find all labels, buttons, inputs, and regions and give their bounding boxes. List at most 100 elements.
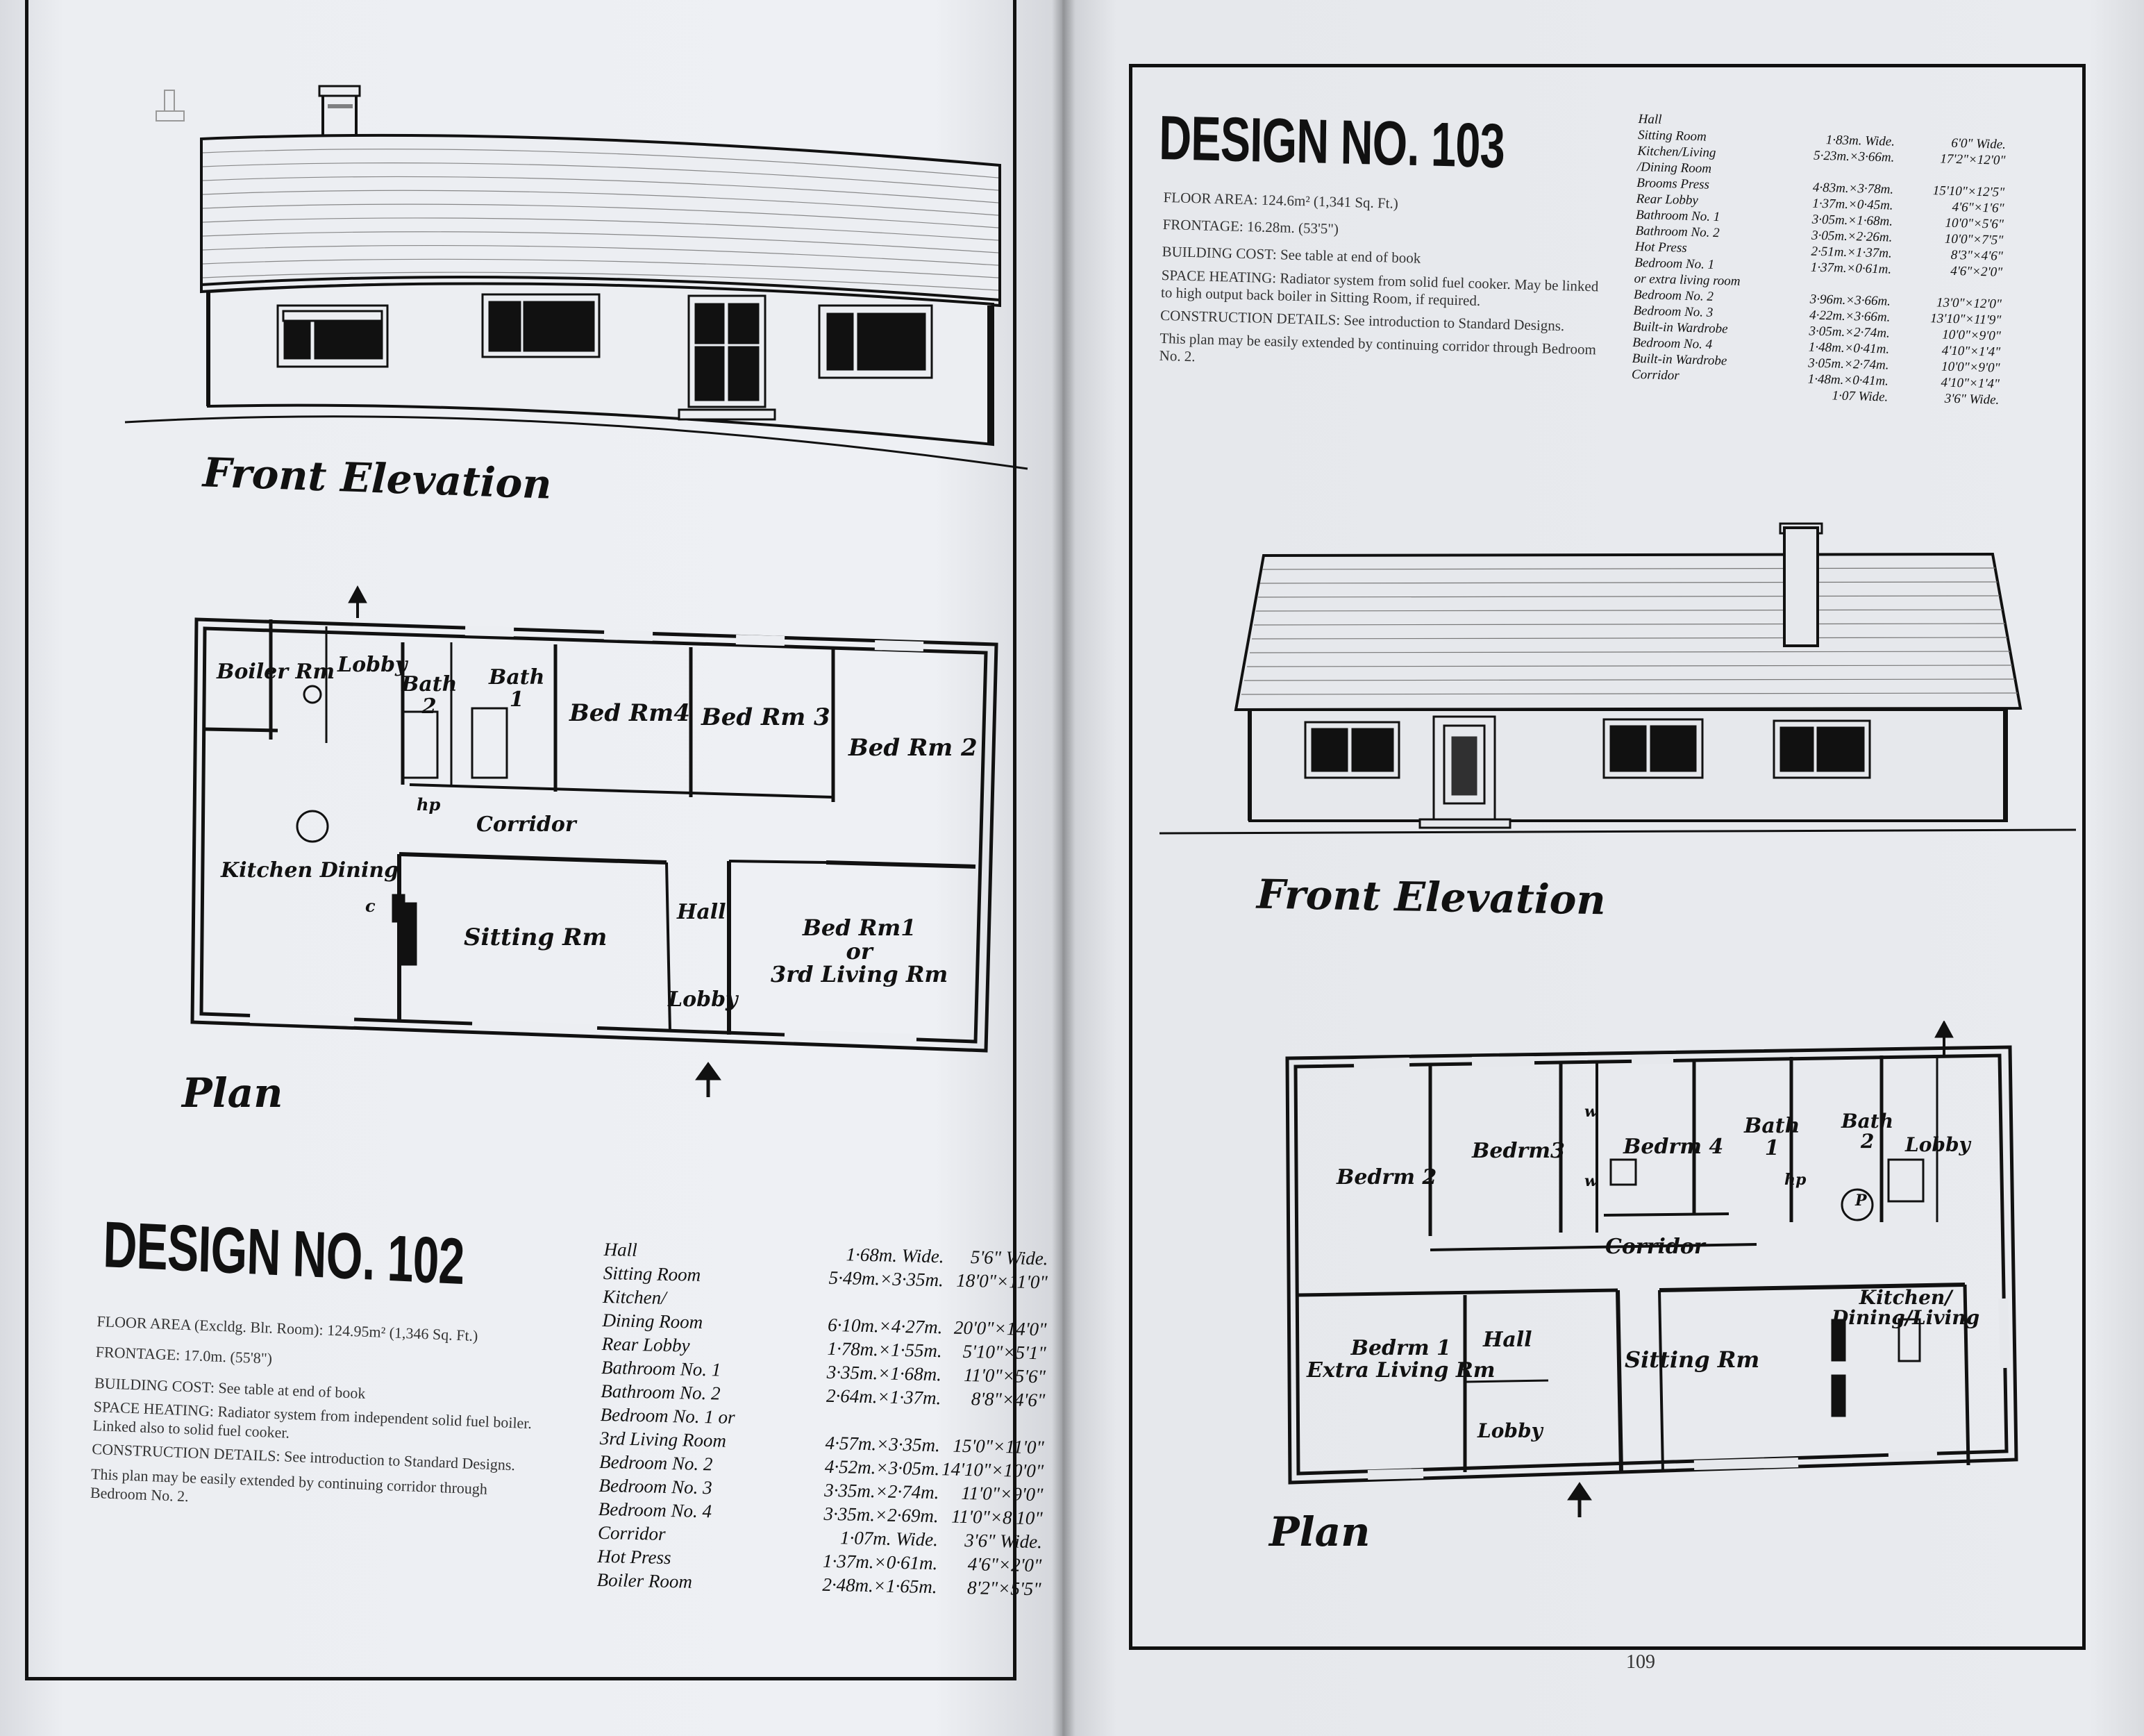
left-plan-label: Plan: [182, 1069, 283, 1117]
right-room-bed4: Bedrm 4: [1623, 1135, 1724, 1159]
right-floor-plan-drawing: [1285, 1021, 2018, 1517]
room-metric: 2·64m.×1·37m.: [826, 1385, 941, 1409]
left-room-kitchen: Kitchen Dining: [221, 858, 399, 883]
room-name: Sitting Room: [603, 1262, 701, 1285]
room-imperial: 11'0"×9'0": [961, 1482, 1044, 1505]
room-imperial: [1891, 290, 2002, 292]
room-imperial: [943, 1310, 1047, 1312]
room-name: Kitchen/: [602, 1285, 667, 1308]
right-room-sitting: Sitting Rm: [1625, 1346, 1760, 1373]
left-room-c-mark: c: [365, 896, 376, 916]
room-metric: 1·78m.×1·55m.: [827, 1337, 943, 1362]
room-imperial: 5'6" Wide.: [970, 1246, 1048, 1269]
right-design-specs: FLOOR AREA: 124.6m² (1,341 Sq. Ft.) FRON…: [1159, 189, 1614, 376]
right-room-bath2: Bath 2: [1841, 1110, 1894, 1153]
room-metric: 3·35m.×1·68m.: [826, 1361, 942, 1385]
room-imperial: 8'8"×4'6": [971, 1388, 1046, 1411]
left-room-bed2: Bed Rm 2: [848, 734, 978, 762]
left-front-elevation-drawing: [124, 85, 1028, 470]
right-spec-space-heating: SPACE HEATING: Radiator system from soli…: [1160, 266, 1599, 309]
room-imperial: 11'0"×5'6": [963, 1364, 1046, 1387]
room-imperial: [1895, 130, 2006, 133]
room-imperial: 18'0"×11'0": [956, 1269, 1048, 1293]
room-metric: 1·37m.×0·61m.: [822, 1550, 938, 1574]
right-room-kitchen: Kitchen/ Dining/Living: [1832, 1286, 1980, 1330]
room-name: Hot Press: [597, 1545, 671, 1569]
room-metric: [787, 1307, 943, 1310]
right-front-elevation-drawing: [1159, 522, 2077, 835]
right-room-bed3: Bedrm3: [1472, 1139, 1565, 1163]
room-metric: 4·52m.×3·05m.: [824, 1455, 940, 1480]
left-design-specs: FLOOR AREA (Excldg. Blr. Room): 124.95m²…: [90, 1312, 545, 1519]
room-name: Dining Room: [602, 1309, 703, 1333]
room-name: Corridor: [597, 1521, 666, 1544]
right-design-title: DESIGN NO. 103: [1158, 103, 1505, 182]
room-name: Boiler Room: [596, 1569, 693, 1592]
room-metric: 1·68m. Wide.: [846, 1244, 944, 1267]
right-room-w2: w: [1584, 1172, 1598, 1190]
room-metric: [1779, 286, 1891, 289]
left-room-lobby-top: Lobby: [337, 653, 408, 677]
left-room-corridor: Corridor: [476, 812, 576, 837]
room-metric: 4·57m.×3·35m.: [825, 1432, 941, 1456]
right-room-corridor: Corridor: [1605, 1235, 1705, 1259]
right-room-bed1: Bedrm 1 Extra Living Rm: [1307, 1336, 1496, 1383]
book-spine-shadow: [1052, 0, 1075, 1736]
room-imperial: 3'6" Wide.: [1944, 391, 2000, 408]
room-metric: 5·23m.×3·66m.: [1813, 148, 1895, 165]
room-name: Bedroom No. 2: [598, 1451, 713, 1475]
room-name: Bathroom No. 1: [601, 1356, 721, 1380]
right-room-hp: hp: [1784, 1171, 1807, 1189]
right-room-bed2: Bedrm 2: [1337, 1165, 1437, 1190]
room-imperial: 17'2"×12'0": [1940, 151, 2006, 168]
room-name: 3rd Living Room: [599, 1427, 727, 1451]
left-room-bed4: Bed Rm4: [569, 699, 690, 727]
room-name: Bedroom No. 1 or: [600, 1403, 735, 1428]
room-imperial: 4'6"×2'0": [967, 1553, 1042, 1576]
right-plan-label: Plan: [1269, 1508, 1371, 1555]
left-page-frame: [25, 0, 1016, 1680]
left-room-hall: Hall: [677, 900, 726, 924]
room-metric: 5·49m.×3·35m.: [828, 1267, 944, 1291]
left-room-lobby-bottom: Lobby: [668, 987, 738, 1012]
room-imperial: 20'0"×14'0": [953, 1317, 1047, 1340]
room-metric: [1784, 126, 1895, 129]
room-name: Bedroom No. 4: [598, 1498, 712, 1522]
left-room-boiler: Boiler Rm: [217, 660, 335, 684]
right-room-hall: Hall: [1483, 1328, 1532, 1352]
room-imperial: 15'0"×11'0": [953, 1435, 1045, 1458]
room-imperial: 3'6" Wide.: [964, 1529, 1043, 1553]
room-imperial: 8'2"×5'5": [966, 1577, 1041, 1600]
room-imperial: 14'10"×10'0": [941, 1458, 1044, 1482]
room-metric: 6·10m.×4·27m.: [827, 1314, 943, 1338]
left-floor-plan-drawing: [190, 585, 998, 1097]
room-name: Bedroom No. 3: [598, 1474, 713, 1499]
right-room-p-mark: P: [1855, 1192, 1867, 1210]
left-spec-frontage: FRONTAGE: 17.0m. (55'8"): [95, 1343, 273, 1368]
room-metric: 1·37m.×0·61m.: [1810, 260, 1892, 277]
room-metric: 1·07m. Wide.: [839, 1527, 939, 1551]
right-spec-frontage: FRONTAGE: 16.28m. (53'5"): [1162, 216, 1339, 237]
right-room-lobby-bottom: Lobby: [1477, 1419, 1543, 1442]
room-imperial: [940, 1428, 1044, 1430]
room-metric: [1783, 174, 1894, 177]
page-number: 109: [1626, 1651, 1655, 1673]
room-imperial: 11'0"×8'10": [950, 1505, 1043, 1529]
left-room-bath1: Bath 1: [489, 665, 545, 712]
room-imperial: 5'10"×5'1": [962, 1340, 1046, 1364]
left-room-hp: hp: [417, 794, 441, 815]
room-imperial: 4'6"×2'0": [1950, 263, 2003, 280]
room-metric: 3·35m.×2·69m.: [823, 1503, 939, 1527]
left-page: Front Elevation: [0, 0, 1062, 1736]
left-room-sitting: Sitting Rm: [464, 924, 608, 951]
room-name: Bathroom No. 2: [601, 1380, 721, 1404]
room-metric: 2·48m.×1·65m.: [822, 1574, 937, 1598]
right-room-w1: w: [1584, 1103, 1598, 1121]
room-name: Rear Lobby: [601, 1333, 690, 1356]
right-elevation-label: Front Elevation: [1256, 870, 1607, 924]
left-room-bath2: Bath 2: [401, 672, 458, 719]
room-name: [1631, 394, 1777, 398]
left-room-table: Hall 1·68m. Wide. 5'6" Wide. Sitting Room 5·…: [596, 1237, 1048, 1601]
room-name: Hall: [603, 1238, 637, 1260]
